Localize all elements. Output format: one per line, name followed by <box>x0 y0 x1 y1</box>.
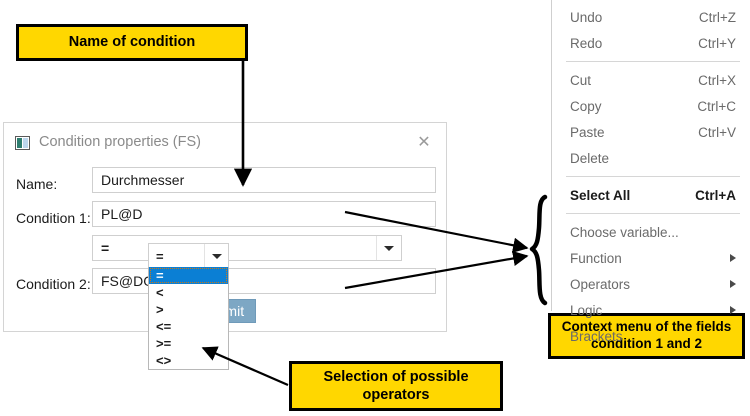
menu-item-shortcut: Ctrl+X <box>698 72 736 88</box>
menu-item-label: Redo <box>570 35 603 51</box>
menu-item-label: Operators <box>570 276 631 292</box>
curly-brace-context-menu <box>529 194 548 306</box>
dialog-title-bar: Condition properties (FS) ✕ <box>4 123 446 163</box>
operator-option[interactable]: <= <box>156 319 172 334</box>
operator-option[interactable]: >= <box>156 336 172 351</box>
callout-context-menu: Context menu of the fields condition 1 a… <box>548 313 745 359</box>
menu-separator <box>566 61 740 62</box>
menu-item-shortcut: Ctrl+Z <box>698 9 736 25</box>
menu-item-label: Logic <box>570 302 603 318</box>
callout-context-menu-line-1: Context menu of the fields <box>561 319 732 335</box>
menu-item-select-all[interactable]: Select All Ctrl+A <box>552 182 750 208</box>
callout-operators-line-1: Selection of possible <box>323 368 469 385</box>
name-input[interactable]: Durchmesser <box>92 167 436 193</box>
operator-option[interactable]: <> <box>156 353 172 368</box>
menu-item-operators[interactable]: Operators <box>552 271 750 297</box>
chevron-down-icon <box>211 253 222 259</box>
menu-item-shortcut: Ctrl+Y <box>698 35 736 51</box>
callout-context-menu-label: Context menu of the fields condition 1 a… <box>562 319 732 353</box>
menu-item-label: Cut <box>570 72 592 88</box>
menu-item-paste[interactable]: Paste Ctrl+V <box>552 119 750 145</box>
chevron-right-icon <box>730 254 736 262</box>
operator-combobox-wide-value: = <box>101 240 110 256</box>
operator-dropdown-list[interactable]: =<><=>=<> <box>148 267 229 370</box>
operator-option[interactable]: > <box>156 302 164 317</box>
operator-dropdown-arrow[interactable] <box>204 244 228 268</box>
operator-dropdown-combobox[interactable]: = <box>148 243 229 269</box>
menu-item-shortcut: Ctrl+A <box>695 187 736 203</box>
operator-dropdown-selected-value: = <box>156 248 164 264</box>
condition-2-field-label: Condition 2: <box>16 276 91 292</box>
operator-option[interactable]: = <box>149 267 228 284</box>
operator-option[interactable]: < <box>156 285 164 300</box>
menu-item-undo[interactable]: Undo Ctrl+Z <box>552 4 750 30</box>
menu-item-label: Select All <box>570 187 631 203</box>
menu-item-label: Delete <box>570 150 610 166</box>
callout-operators-line-2: operators <box>362 387 430 403</box>
menu-item-label: Paste <box>570 124 605 140</box>
chevron-down-icon <box>384 245 394 251</box>
menu-item-delete[interactable]: Delete <box>552 145 750 171</box>
operator-combobox-wide[interactable]: = <box>92 235 402 261</box>
menu-item-label: Choose variable... <box>570 224 679 240</box>
callout-name-of-condition-label: Name of condition <box>68 34 196 51</box>
condition-1-field-label: Condition 1: <box>16 210 91 226</box>
condition-2-input[interactable]: FS@DG <box>92 268 436 294</box>
name-field-label: Name: <box>16 176 58 192</box>
menu-item-copy[interactable]: Copy Ctrl+C <box>552 93 750 119</box>
menu-item-redo[interactable]: Redo Ctrl+Y <box>552 30 750 56</box>
chevron-right-icon <box>730 306 736 314</box>
operator-combobox-wide-arrow[interactable] <box>376 236 401 260</box>
menu-item-label: Undo <box>570 9 603 25</box>
callout-selection-of-operators: Selection of possible operators <box>289 361 503 411</box>
close-icon[interactable]: ✕ <box>417 134 431 151</box>
callout-context-menu-line-2: condition 1 and 2 <box>590 336 702 351</box>
menu-separator <box>566 213 740 214</box>
menu-item-label: Function <box>570 250 622 266</box>
menu-item-label: Brackets <box>570 328 623 344</box>
dialog-title: Condition properties (FS) <box>39 134 201 150</box>
menu-item-brackets[interactable]: Brackets <box>552 323 750 349</box>
menu-item-label: Copy <box>570 98 602 114</box>
application-window-icon <box>15 136 30 150</box>
menu-item-shortcut: Ctrl+V <box>698 124 736 140</box>
chevron-right-icon <box>730 280 736 288</box>
menu-item-function[interactable]: Function <box>552 245 750 271</box>
condition-1-input[interactable]: PL@D <box>92 201 436 227</box>
menu-item-choose-variable[interactable]: Choose variable... <box>552 219 750 245</box>
menu-separator <box>566 176 740 177</box>
context-menu[interactable]: Undo Ctrl+Z Redo Ctrl+Y Cut Ctrl+X Copy Ctrl+C P… <box>551 0 750 344</box>
callout-name-of-condition: Name of condition <box>16 24 248 61</box>
menu-item-cut[interactable]: Cut Ctrl+X <box>552 67 750 93</box>
menu-item-logic[interactable]: Logic <box>552 297 750 323</box>
menu-item-shortcut: Ctrl+C <box>697 98 736 114</box>
callout-selection-of-operators-label: Selection of possible operators <box>323 368 468 404</box>
